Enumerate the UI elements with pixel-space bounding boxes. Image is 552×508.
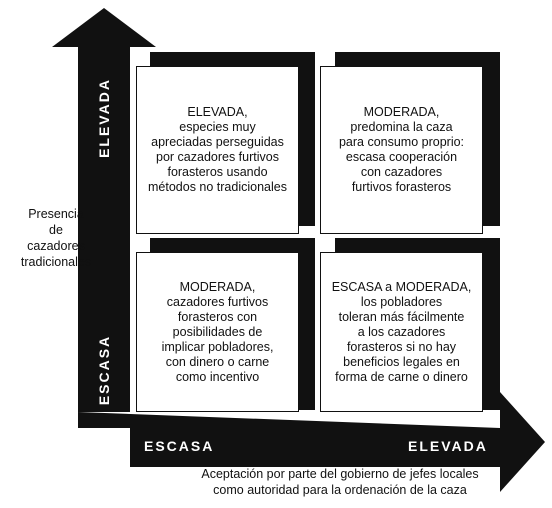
cell-text-line: forasteros si no hay (346, 339, 457, 354)
cell-text-line: implicar pobladores, (161, 339, 274, 354)
cell-top-left: ELEVADA, especies muy apreciadas persegu… (136, 66, 299, 234)
cell-top-right: MODERADA, predomina la caza para consumo… (320, 66, 483, 234)
y-axis-title-line: tradicionales (20, 255, 92, 269)
cell-text-line: beneficios legales en (343, 354, 460, 369)
cell-text-line: apreciadas perseguidas (151, 135, 284, 149)
cell-text-line: toleran más fácilmente (338, 309, 465, 324)
cell-text-line: forma de carne o dinero (335, 369, 468, 384)
cell-text-line: MODERADA, (179, 279, 256, 294)
cell-text-line: predomina la caza (350, 120, 453, 134)
y-axis-title-line: cazadores (27, 239, 85, 253)
cell-text-line: posibilidades de (172, 324, 263, 339)
y-axis-low-label: ESCASA (96, 334, 112, 406)
cell-text-line: para consumo proprio: (338, 135, 465, 149)
y-axis-title-line: de (49, 223, 63, 237)
cell-text-line: forasteros con (177, 309, 258, 324)
cell-text-line: los pobladores (360, 294, 443, 309)
y-axis-arrow (52, 8, 156, 412)
cell-text-line: a los cazadores (357, 324, 446, 339)
x-axis-low-label: ESCASA (144, 438, 215, 454)
cell-text-line: escasa cooperación (345, 150, 458, 164)
cell-text-line: métodos no tradicionales (148, 180, 287, 194)
cell-text-line: ESCASA a MODERADA, (331, 279, 472, 294)
x-axis-title: Aceptación por parte del gobierno de jef… (140, 466, 540, 498)
cell-text-line: cazadores furtivos (166, 294, 269, 309)
cell-text-line: con dinero o carne (165, 354, 270, 369)
y-axis-high-label: ELEVADA (96, 78, 112, 158)
cell-bottom-right: ESCASA a MODERADA, los pobladores tolera… (320, 252, 483, 412)
x-axis-high-label: ELEVADA (408, 438, 488, 454)
x-axis-title-line: como autoridad para la ordenación de la … (213, 483, 467, 497)
cell-text-line: furtivos forasteros (351, 180, 452, 194)
cell-text-line: especies muy (179, 120, 256, 134)
x-axis-arrow (78, 392, 545, 492)
cell-text-line: como incentivo (175, 369, 260, 384)
cell-text-line: con cazadores (360, 165, 443, 179)
cell-bottom-left: MODERADA, cazadores furtivos forasteros … (136, 252, 299, 412)
cell-text-line: por cazadores furtivos (156, 150, 279, 164)
y-axis-title: Presencia de cazadores tradicionales (6, 206, 106, 270)
y-axis-title-line: Presencia (28, 207, 84, 221)
x-axis-title-line: Aceptación por parte del gobierno de jef… (201, 467, 479, 481)
cell-text-line: forasteros usando (167, 165, 268, 179)
cell-text-line: ELEVADA, (187, 105, 248, 119)
cell-text-line: MODERADA, (363, 105, 440, 119)
